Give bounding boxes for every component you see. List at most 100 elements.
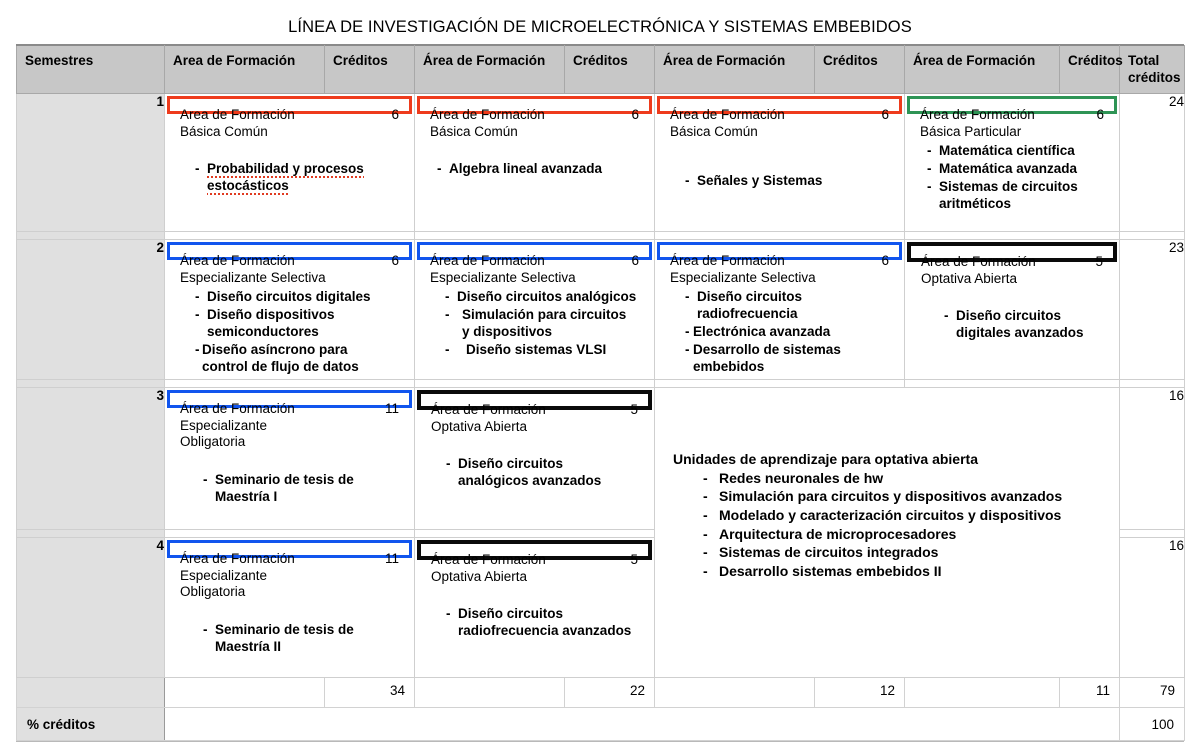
page-title: LÍNEA DE INVESTIGACIÓN DE MICROELECTRÓNI… xyxy=(288,18,912,36)
course-list: Seminario de tesis de Maestría I xyxy=(180,471,399,505)
gap xyxy=(654,231,905,241)
credits-value: 5 xyxy=(630,402,638,418)
course-item: Diseño asíncrono para control de flujo d… xyxy=(194,341,399,375)
semester-number-1: 1 xyxy=(16,93,165,233)
course-item: Seminario de tesis de Maestría II xyxy=(202,621,399,655)
area-label: Área de Formación Especializante Selecti… xyxy=(670,253,889,285)
course-list: Diseño circuitos digitales avanzados xyxy=(921,307,1103,341)
course-list: Diseño circuitos radiofrecuencia avanzad… xyxy=(431,605,638,639)
gap xyxy=(414,231,655,241)
area-label: Área de Formación Especializante Selecti… xyxy=(430,253,639,285)
note-item: Modelado y caracterización circuitos y d… xyxy=(703,506,1119,525)
course-item: Seminario de tesis de Maestría I xyxy=(202,471,399,505)
gap xyxy=(164,379,415,389)
course-list: Matemática científica Matemática avanzad… xyxy=(920,142,1104,212)
course-item: Probabilidad y procesos estocásticos xyxy=(194,160,399,196)
course-item: Matemática científica xyxy=(926,142,1104,159)
gap xyxy=(654,379,905,389)
gap xyxy=(414,379,655,389)
course-item: Desarrollo de sistemas embebidos xyxy=(684,341,889,375)
percent-blank xyxy=(164,707,1120,742)
note-item: Arquitectura de microprocesadores xyxy=(703,525,1119,544)
course-list: Diseño circuitos digitales Diseño dispos… xyxy=(180,288,399,375)
header-area-4: Área de Formación xyxy=(904,45,1060,95)
credits-value: 5 xyxy=(1095,254,1103,270)
course-item: Electrónica avanzada xyxy=(684,323,889,340)
header-credits-1: Créditos xyxy=(324,45,415,95)
row-gap xyxy=(16,379,1185,389)
percent-label: % créditos xyxy=(16,707,165,742)
semester-gap xyxy=(16,231,165,241)
header-area-2: Área de Formación xyxy=(414,45,565,95)
course-item: Señales y Sistemas xyxy=(684,172,889,189)
gap xyxy=(1119,379,1185,389)
totals-credits-3: 12 xyxy=(814,677,905,709)
header-credits-2: Créditos xyxy=(564,45,655,95)
credits-value: 6 xyxy=(391,107,399,123)
area-label: Área de Formación Especializante Obligat… xyxy=(180,401,399,450)
note-title: Unidades de aprendizaje para optativa ab… xyxy=(673,451,978,468)
program-cell-2-2[interactable]: Área de Formación Especializante Selecti… xyxy=(414,239,655,381)
semester-number-4: 4 xyxy=(16,537,165,679)
credits-value: 6 xyxy=(631,107,639,123)
totals-row: 34 22 12 11 79 xyxy=(16,677,1185,709)
semester-number-3: 3 xyxy=(16,387,165,531)
gap xyxy=(164,529,415,539)
program-cell-4-1[interactable]: Área de Formación Especializante Obligat… xyxy=(164,537,415,679)
totals-blank-1 xyxy=(164,677,325,709)
note-item: Simulación para circuitos y dispositivos… xyxy=(703,487,1119,506)
percent-row: % créditos 100 xyxy=(16,707,1185,742)
course-list: Diseño circuitos analógicos avanzados xyxy=(431,455,638,489)
credits-value: 6 xyxy=(881,253,889,269)
table-row: 4 Área de Formación Especializante Oblig… xyxy=(16,537,1185,679)
program-cell-3-1[interactable]: Área de Formación Especializante Obligat… xyxy=(164,387,415,531)
note-list: Redes neuronales de hw Simulación para c… xyxy=(673,469,1119,581)
program-cell-2-3[interactable]: Área de Formación Especializante Selecti… xyxy=(654,239,905,381)
course-item: Diseño circuitos radiofrecuencia xyxy=(684,288,889,322)
table-header-row: Semestres Area de Formación Créditos Áre… xyxy=(16,45,1185,95)
course-item: Algebra lineal avanzada xyxy=(436,160,639,177)
credits-value: 6 xyxy=(391,253,399,269)
totals-grand-total: 79 xyxy=(1119,677,1185,709)
credits-value: 5 xyxy=(630,552,638,568)
course-list: Diseño circuitos radiofrecuencia Electró… xyxy=(670,288,889,375)
note-item: Sistemas de circuitos integrados xyxy=(703,543,1119,562)
course-item: Diseño circuitos digitales xyxy=(194,288,399,305)
gap xyxy=(1119,231,1185,241)
optativa-abierta-note: Unidades de aprendizaje para optativa ab… xyxy=(654,387,1120,679)
row-total-4: 16 xyxy=(1119,537,1185,679)
course-item: Simulación para circuitos y dispositivos xyxy=(444,306,639,340)
totals-credits-1: 34 xyxy=(324,677,415,709)
program-cell-2-1[interactable]: Área de Formación Especializante Selecti… xyxy=(164,239,415,381)
header-total-credits: Total créditos xyxy=(1119,45,1185,95)
course-item: Sistemas de circuitos aritméticos xyxy=(926,178,1104,212)
gap xyxy=(164,231,415,241)
totals-blank-3 xyxy=(654,677,815,709)
course-item: Diseño circuitos analógicos avanzados xyxy=(445,455,638,489)
row-total-1: 24 xyxy=(1119,93,1185,233)
credits-value: 6 xyxy=(881,107,889,123)
header-credits-3: Créditos xyxy=(814,45,905,95)
course-list: Señales y Sistemas xyxy=(670,172,889,189)
percent-value: 100 xyxy=(1119,707,1185,742)
course-list: Seminario de tesis de Maestría II xyxy=(180,621,399,655)
totals-blank-4 xyxy=(904,677,1060,709)
semester-gap xyxy=(16,529,165,539)
header-credits-4: Créditos xyxy=(1059,45,1123,95)
credits-value: 11 xyxy=(384,551,399,567)
header-area-3: Área de Formación xyxy=(654,45,815,95)
gap xyxy=(414,529,655,539)
curriculum-table: Semestres Area de Formación Créditos Áre… xyxy=(16,44,1185,742)
